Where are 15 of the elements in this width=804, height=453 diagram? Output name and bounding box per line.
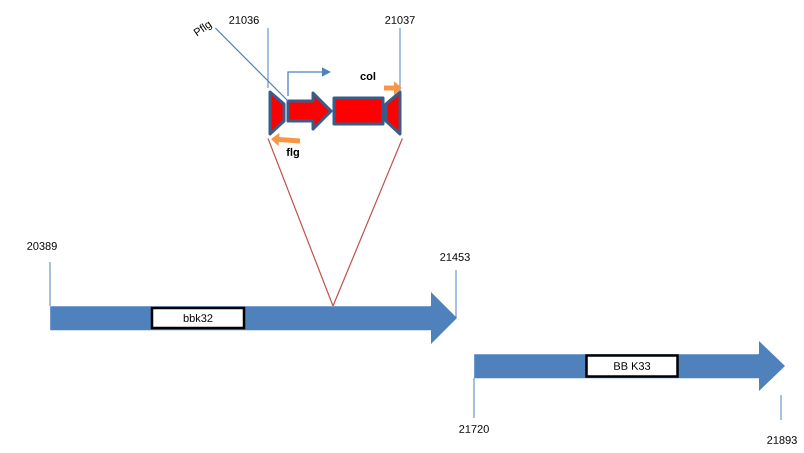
primer-label: flg — [286, 148, 299, 158]
position-number: 21720 — [459, 425, 489, 433]
insertion-line — [332, 138, 403, 306]
primer-label: col — [360, 72, 376, 80]
promoter-label: Pflg — [193, 22, 212, 36]
position-number: 21036 — [229, 16, 259, 24]
leader-line — [214, 28, 288, 102]
gene-label-box: BB K33 — [585, 354, 679, 378]
gene-cassette-drawing — [268, 90, 402, 136]
position-number: 21893 — [767, 436, 797, 444]
position-number: 21453 — [440, 253, 470, 261]
position-number: 21037 — [385, 16, 415, 24]
insertion-line — [267, 138, 334, 306]
position-number: 20389 — [27, 242, 57, 250]
gene-label-box: bbk32 — [150, 306, 246, 330]
